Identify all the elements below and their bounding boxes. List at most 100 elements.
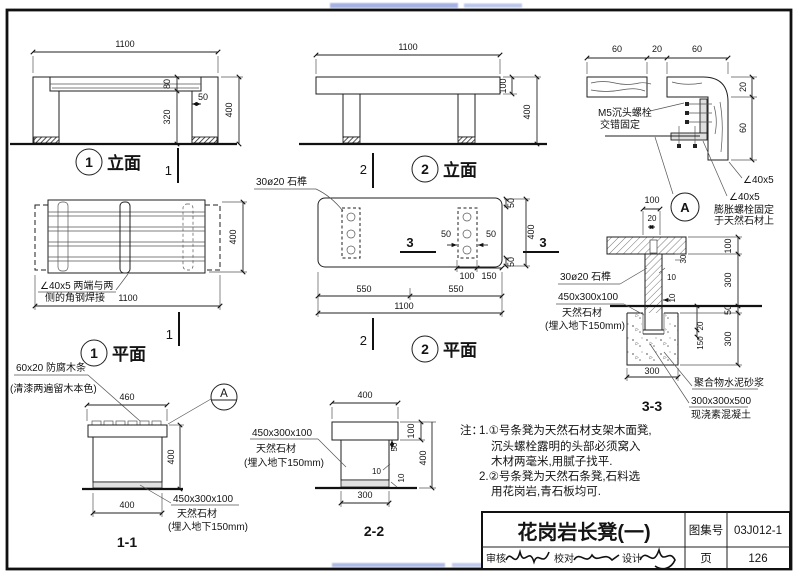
bolt-label: 交错固定 (600, 118, 640, 131)
angle-label: ∠40x5 (743, 175, 774, 186)
base-pad (457, 136, 476, 144)
notes-prefix: 注： (460, 423, 483, 437)
stone-label: (埋入地下150mm) (545, 319, 625, 332)
dim-1100: 1100 (115, 39, 134, 49)
weld-label: 侧的角钢焊接 (45, 291, 105, 304)
view-number-bubble (75, 148, 103, 176)
note-line: 1.①号条凳为天然石材支架木面凳, (479, 423, 652, 437)
designer-signature (639, 547, 676, 570)
section-cut-label: 1 (166, 327, 173, 342)
stone-label: (埋入地下150mm) (244, 456, 324, 469)
dim-400: 400 (224, 102, 234, 117)
bolt-label: M5沉头螺栓 (598, 106, 652, 119)
dim-100: 100 (498, 78, 508, 93)
base-pad (342, 136, 361, 144)
dim-400: 400 (357, 390, 372, 400)
dim-50: 50 (198, 92, 208, 102)
detail-bubble-a (670, 192, 700, 222)
stone-dowel (462, 229, 472, 239)
view-caption: 平面 (112, 345, 146, 364)
stone-label: 天然石材 (562, 306, 602, 319)
stone-dowel (346, 212, 356, 222)
dim-20: 20 (696, 321, 705, 330)
stone-leg-section (92, 436, 163, 483)
section-caption: 2-2 (364, 523, 384, 539)
dim-550: 550 (448, 284, 463, 294)
base-pad (191, 136, 218, 144)
concrete-label: 现浇素混凝土 (691, 408, 751, 421)
wood-deck (47, 199, 206, 274)
section-caption: 1-1 (117, 534, 137, 550)
view-section-3-3: 100 20 30ø20 石榫 450x300x100 天然石材 (埋入地下15… (545, 195, 764, 421)
section-cut-label-3: 3 (539, 235, 546, 250)
dim-50: 50 (486, 229, 496, 239)
stone-label: 天然石材 (177, 507, 217, 520)
base-pad (33, 136, 60, 144)
view-number: 1 (85, 154, 93, 170)
dim-300: 300 (723, 272, 733, 287)
dowel-label: 30ø20 石榫 (256, 175, 307, 188)
dowel-label: 30ø20 石榫 (560, 270, 611, 283)
hidden-leg-right (204, 204, 221, 271)
note-line: 用花岗岩,青石板均可. (491, 484, 601, 498)
page-label: 页 (700, 553, 712, 565)
detail-bubble-label: A (220, 388, 228, 400)
view-caption: 平面 (443, 341, 477, 360)
view-section-2-2: 400 100 400 50 10 10 300 450x300x100 天然石… (244, 390, 436, 539)
dim-400: 400 (522, 104, 532, 119)
stone-dowel (462, 212, 472, 222)
stone-label: 450x300x100 (558, 292, 618, 303)
dim-460: 460 (119, 392, 134, 402)
notes-block: 注： 1.①号条凳为天然石材支架木面凳, 沉头螺栓露明的头部必须窝入 木材两毫米… (460, 423, 652, 498)
view-number: 1 (90, 345, 98, 361)
dim-50: 50 (390, 442, 399, 451)
view-number-bubble (80, 339, 108, 367)
stone-label: 450x300x100 (173, 494, 233, 505)
review-label: 审核 (486, 552, 506, 565)
section-cut-label: 2 (360, 162, 367, 177)
section-caption: 3-3 (642, 398, 662, 414)
dim-10: 10 (372, 467, 381, 476)
view-number: 2 (421, 161, 429, 177)
seat-frame-section (87, 424, 168, 438)
dim-300: 300 (723, 331, 733, 346)
dim-50: 50 (723, 305, 733, 315)
angle-label: ∠40x5 (729, 192, 760, 203)
reviewer-signature (505, 548, 550, 565)
dim-20: 20 (652, 44, 662, 54)
drawing-frame (5, 8, 793, 571)
atlas-number: 03J012-1 (734, 525, 782, 537)
stone-leg-section (340, 439, 390, 481)
dim-150: 150 (696, 336, 705, 350)
stone-seat-section (331, 421, 399, 441)
proofread-label: 校对 (554, 552, 574, 565)
proofreader-signature (573, 553, 620, 562)
detail-bubble-a (210, 383, 238, 411)
dim-60: 60 (692, 44, 702, 54)
dim-400: 400 (526, 224, 536, 239)
stone-dowel (346, 245, 356, 255)
dim-100: 100 (644, 195, 659, 205)
buried-base (92, 481, 163, 489)
angle-steel-strip (182, 203, 194, 271)
wood-label: (清漆两遍留木本色) (10, 382, 97, 395)
note-line: 木材两毫米,用腻子找平. (491, 454, 612, 468)
detail-bubble-label: A (680, 200, 690, 215)
angle-steel-strip (57, 201, 69, 272)
section-cut-label-3: 3 (406, 235, 413, 250)
hidden-leg-right (457, 207, 478, 259)
dim-100: 100 (723, 238, 733, 253)
atlas-number-label: 图集号 (689, 523, 724, 537)
page-number: 126 (748, 553, 767, 565)
dim-320: 320 (162, 109, 172, 124)
dim-60: 60 (612, 44, 622, 54)
stone-seat-section (606, 236, 687, 255)
stone-label: (埋入地下150mm) (168, 520, 248, 533)
watermark-top (330, 3, 522, 8)
view-elevation-1: 1100 80 320 50 400 1 立面 1 (10, 39, 243, 183)
view-detail-a: 60 20 60 M5沉头螺栓 交错固定 20 60 ∠40x5 A (584, 44, 774, 227)
dim-150: 150 (481, 271, 496, 281)
dim-10: 10 (667, 273, 676, 282)
